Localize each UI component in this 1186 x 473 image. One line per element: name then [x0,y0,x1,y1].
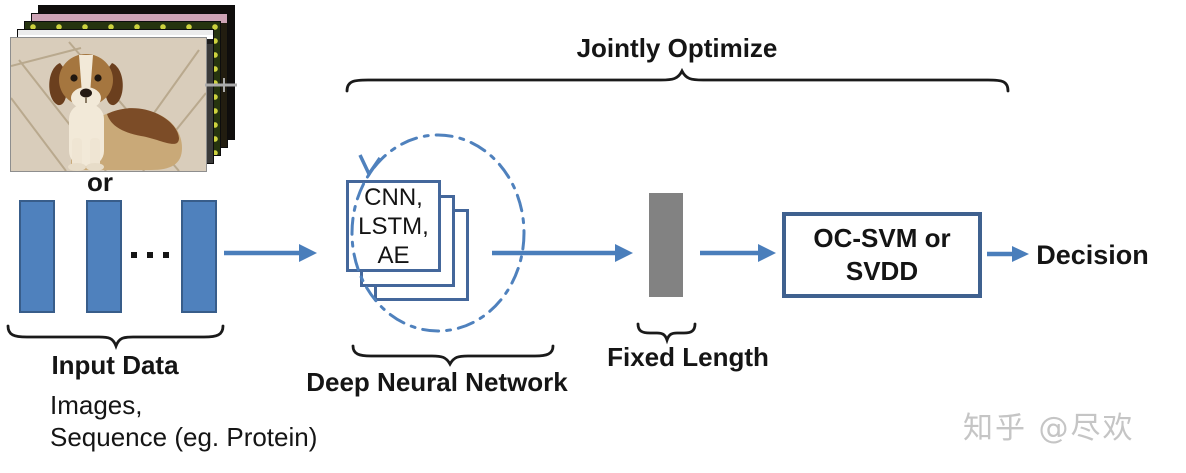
input-data-brace [6,324,225,350]
deep-neural-network-label: Deep Neural Network [306,367,568,397]
input-vector-bar-1 [19,200,55,313]
dog-illustration [10,38,207,172]
input-type-images-label: Images, [50,390,143,420]
jointly-optimize-brace [345,67,1010,93]
or-label: or [87,167,113,197]
watermark: 知乎 @尽欢 [963,411,1135,446]
dog-figure [49,54,182,171]
dnn-box-line-2: LSTM, [358,212,429,240]
jointly-optimize-label: Jointly Optimize [576,33,778,63]
dnn-box-text: CNN, LSTM, AE [349,183,438,269]
fixed-length-brace [636,322,697,345]
arrow-feature-to-classifier [700,244,776,262]
input-type-sequence-label: Sequence (eg. Protein) [50,422,318,452]
recurrence-arrowhead-icon [358,154,382,178]
dnn-box-front: CNN, LSTM, AE [346,180,441,272]
fixed-length-label: Fixed Length [607,342,769,372]
dnn-box-line-1: CNN, [364,183,423,211]
classifier-box: OC-SVM or SVDD [782,212,982,298]
deep-neural-network-brace [351,344,555,367]
fixed-length-feature-bar [649,193,683,297]
classifier-line-2: SVDD [845,256,919,286]
arrow-classifier-to-decision [987,246,1029,262]
dog-photo [10,37,207,172]
input-vector-bar-2 [86,200,122,313]
arrow-input-to-dnn [224,244,317,262]
input-data-label: Input Data [51,350,179,380]
decision-label: Decision [1036,240,1149,270]
arrow-dnn-to-feature [492,244,633,262]
classifier-line-1: OC-SVM or [813,223,951,253]
input-vector-bar-3 [181,200,217,313]
ellipsis-dots [131,252,169,258]
dnn-box-line-3: AE [377,241,410,269]
